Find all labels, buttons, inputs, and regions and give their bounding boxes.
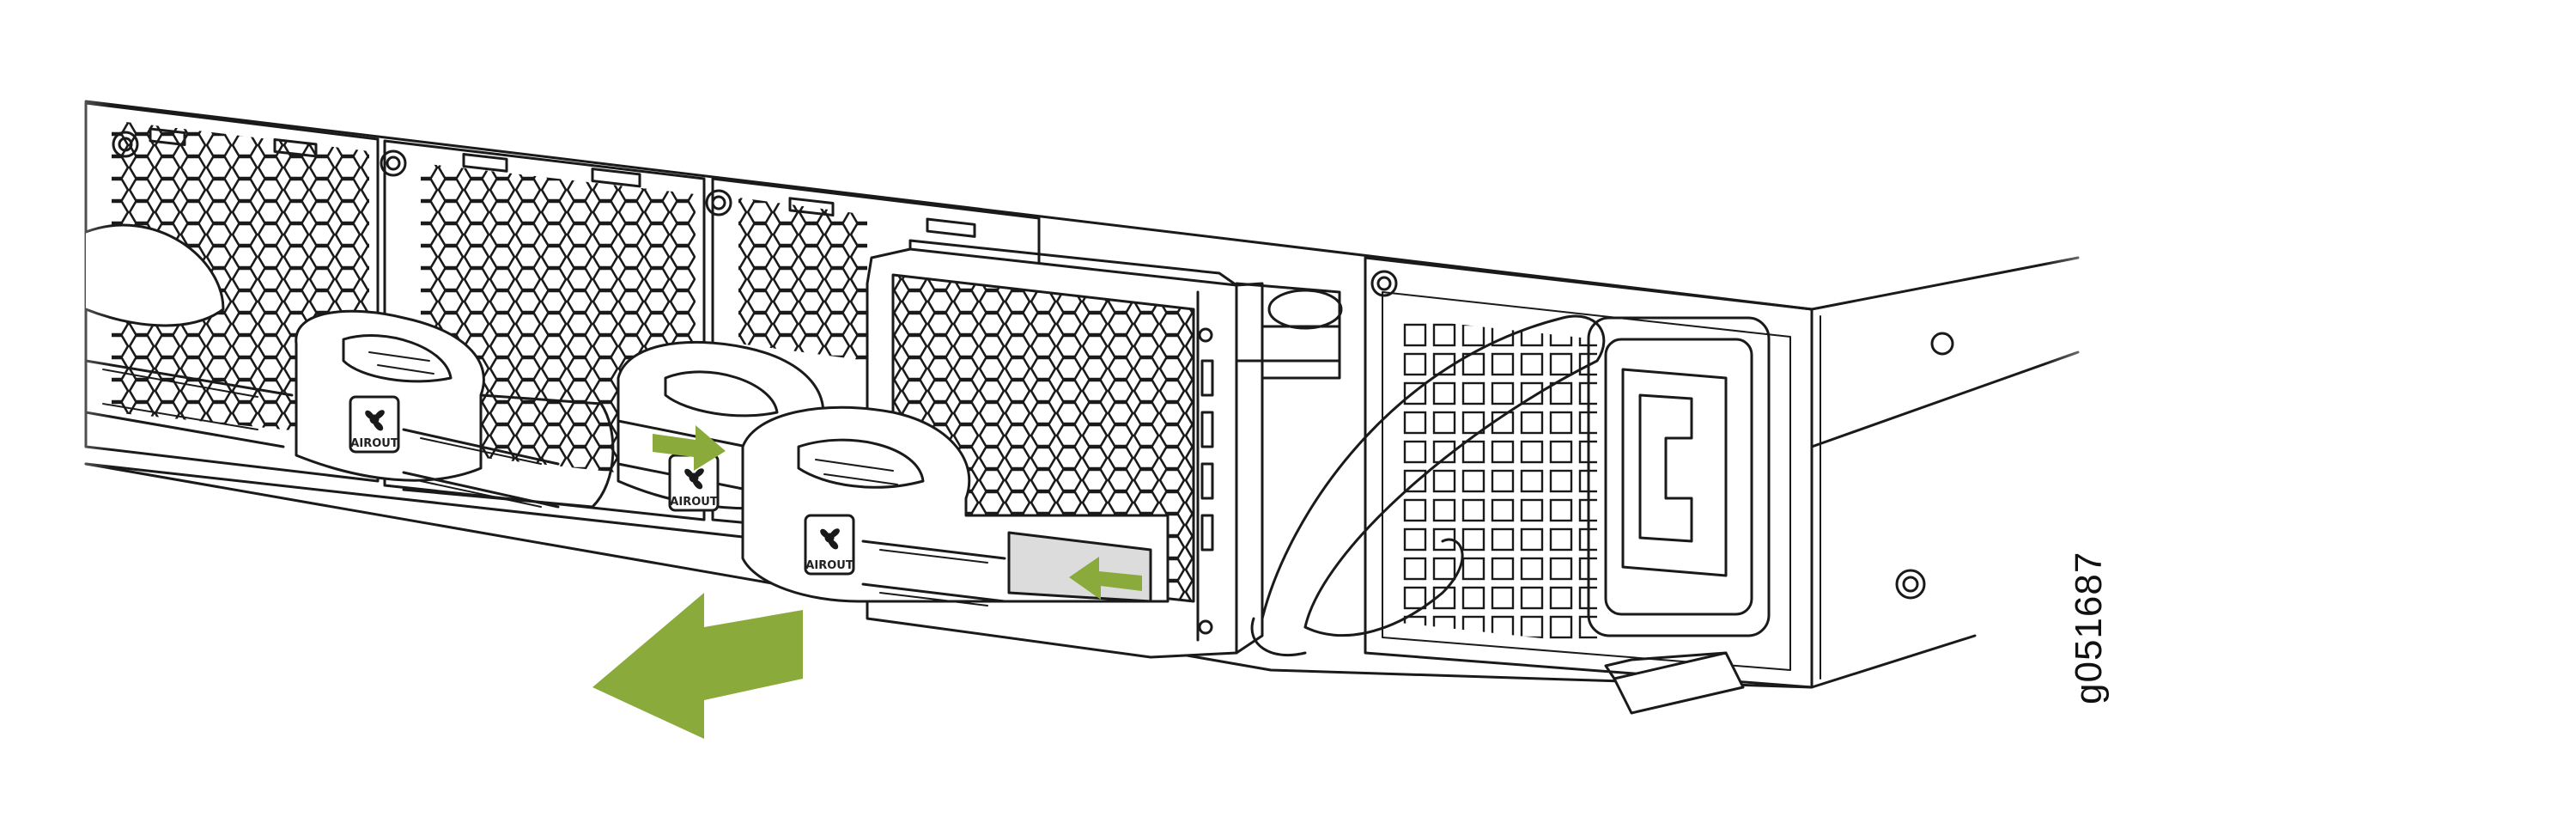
figure-id: g051687 xyxy=(2068,551,2110,704)
fan-label-text-4: AIROUT xyxy=(805,559,854,572)
fan-icon xyxy=(820,528,840,550)
fan-label-text-2: AIROUT xyxy=(350,437,398,450)
fan-label-badge-4 xyxy=(804,514,855,576)
airflow-out-arrow-icon xyxy=(592,593,803,739)
psu-latch xyxy=(1604,651,1745,715)
power-supply-unit xyxy=(1250,256,1814,715)
fan-label-badge-3 xyxy=(668,454,720,512)
fan-icon xyxy=(365,410,385,431)
psu-handle xyxy=(1250,314,1606,657)
push-arrow-icon xyxy=(1069,557,1142,600)
module-side-slots xyxy=(1198,327,1214,635)
fan-label-text-3: AIROUT xyxy=(670,496,718,509)
push-arrow-icon xyxy=(653,425,726,471)
action-arrows xyxy=(592,425,1142,739)
fan-icon xyxy=(684,468,704,490)
fan-label-badge-2 xyxy=(349,395,400,454)
fan-handle-1 xyxy=(84,223,294,448)
power-inlet-icon xyxy=(1587,316,1771,637)
